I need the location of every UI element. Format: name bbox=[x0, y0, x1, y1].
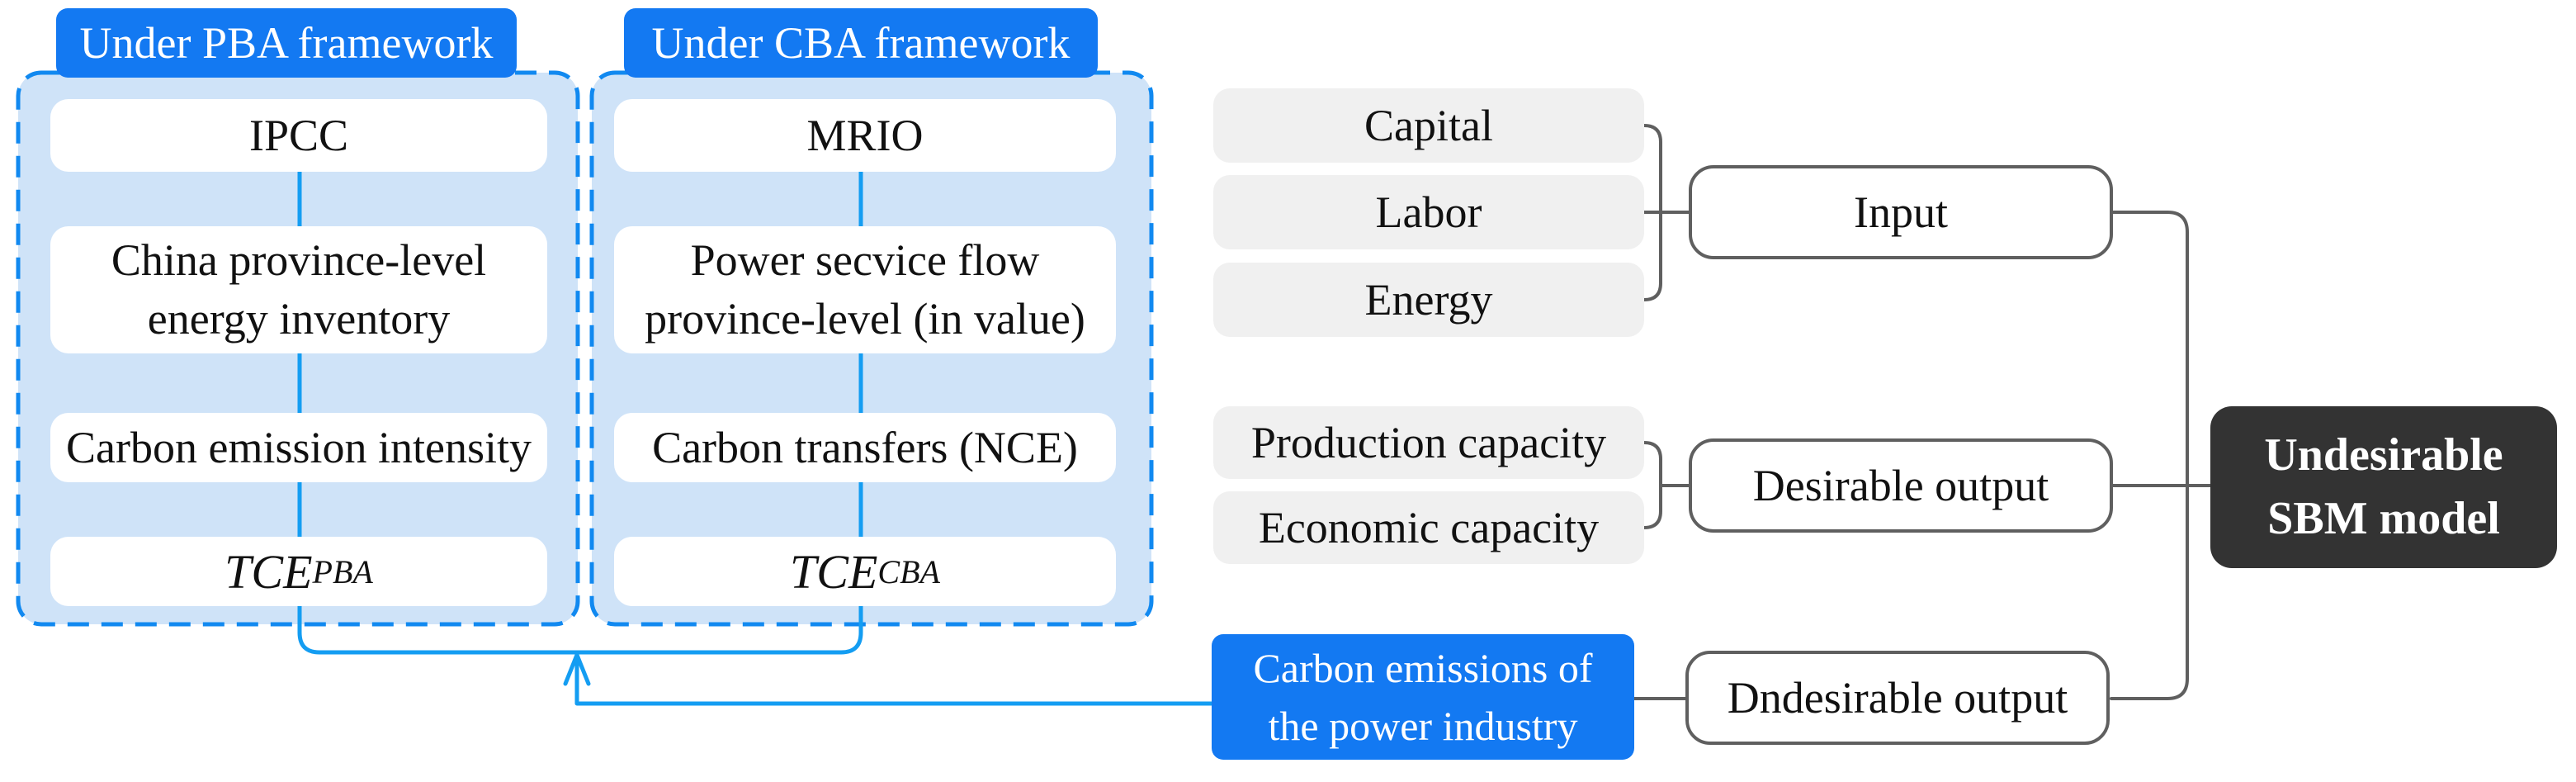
pba-tce-subscript: PBA bbox=[312, 552, 373, 590]
pba-box-energy-inventory-label: China province-level energy inventory bbox=[111, 235, 487, 344]
pba-box-carbon-intensity: Carbon emission intensity bbox=[50, 413, 547, 482]
input-category-label: Input bbox=[1854, 187, 1948, 237]
input-category-box: Input bbox=[1689, 165, 2113, 259]
pba-header-label: Under PBA framework bbox=[79, 18, 494, 68]
input-item-labor-label: Labor bbox=[1375, 187, 1482, 237]
cba-box-mrio-label: MRIO bbox=[806, 111, 924, 160]
desirable-item-economic-label: Economic capacity bbox=[1258, 503, 1600, 552]
desirable-item-production-label: Production capacity bbox=[1250, 418, 1607, 467]
carbon-feed-arrow bbox=[563, 652, 1214, 706]
tce-join-bracket bbox=[297, 604, 863, 655]
undesirable-output-label: Dndesirable output bbox=[1727, 673, 2068, 723]
cba-box-power-service-flow: Power secvice flow province-level (in va… bbox=[614, 226, 1116, 353]
sbm-model-label: Undesirable SBM model bbox=[2264, 429, 2503, 544]
cba-header: Under CBA framework bbox=[624, 8, 1098, 78]
cba-box-mrio: MRIO bbox=[614, 99, 1116, 172]
desirable-output-box: Desirable output bbox=[1689, 438, 2113, 533]
carbon-emissions-label: Carbon emissions of the power industry bbox=[1253, 645, 1593, 749]
input-brace bbox=[1642, 124, 1690, 301]
pba-box-carbon-intensity-label: Carbon emission intensity bbox=[66, 423, 532, 472]
cba-box-carbon-transfers: Carbon transfers (NCE) bbox=[614, 413, 1116, 482]
io-trunk bbox=[2110, 211, 2189, 700]
undesirable-output-box: Dndesirable output bbox=[1685, 651, 2110, 745]
cba-box-power-service-flow-label: Power secvice flow province-level (in va… bbox=[645, 235, 1085, 344]
input-item-energy: Energy bbox=[1213, 263, 1644, 337]
input-item-capital: Capital bbox=[1213, 88, 1644, 163]
cba-tce-subscript: CBA bbox=[877, 552, 940, 590]
input-item-labor: Labor bbox=[1213, 175, 1644, 249]
pba-box-ipcc-label: IPCC bbox=[248, 111, 349, 160]
desirable-brace bbox=[1642, 441, 1690, 529]
pba-box-ipcc: IPCC bbox=[50, 99, 547, 172]
cba-header-label: Under CBA framework bbox=[651, 18, 1071, 68]
sbm-model-box: Undesirable SBM model bbox=[2210, 406, 2557, 568]
input-item-energy-label: Energy bbox=[1364, 275, 1493, 325]
cba-box-carbon-transfers-label: Carbon transfers (NCE) bbox=[652, 423, 1078, 472]
pba-header: Under PBA framework bbox=[56, 8, 517, 78]
pba-tce-base: TCE bbox=[225, 544, 313, 599]
cba-tce-base: TCE bbox=[790, 544, 878, 599]
input-item-capital-label: Capital bbox=[1364, 101, 1493, 150]
desirable-item-economic: Economic capacity bbox=[1213, 491, 1644, 564]
desirable-output-label: Desirable output bbox=[1752, 461, 2049, 510]
desirable-item-production: Production capacity bbox=[1213, 406, 1644, 479]
carbon-emissions-box: Carbon emissions of the power industry bbox=[1212, 634, 1634, 760]
pba-box-energy-inventory: China province-level energy inventory bbox=[50, 226, 547, 353]
